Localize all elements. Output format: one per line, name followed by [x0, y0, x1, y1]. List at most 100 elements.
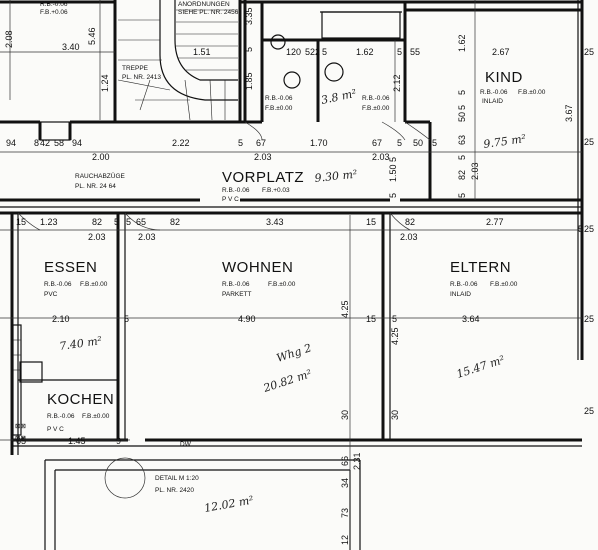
- dim-label: 2.03: [88, 232, 106, 242]
- wohnen-floor: PARKETT: [222, 291, 252, 298]
- kind-fb: F.B.±0.00: [518, 89, 546, 96]
- dim-label: 5: [238, 138, 243, 148]
- dim-label: 2.03: [470, 162, 480, 180]
- eltern-floor: INLAID: [450, 291, 471, 298]
- chimney-shaft: [39, 121, 71, 141]
- dim-label: 5: [457, 90, 467, 95]
- dim-label: 15: [366, 217, 376, 227]
- wohnen-hand-label: Whg 2: [275, 341, 313, 364]
- dim-label: 5.46: [87, 27, 97, 45]
- treppe-ref: PL. NR. 2413: [122, 74, 161, 81]
- washbasin-icon: [283, 71, 301, 89]
- dim-label: 25: [584, 137, 594, 147]
- dim-label: 82: [405, 217, 415, 227]
- dim-label: 5: [457, 155, 467, 160]
- dim-label: 2.67: [492, 47, 510, 57]
- dim-label: 34: [340, 478, 350, 488]
- bath-rb: R.B.-0.06: [362, 95, 390, 102]
- room-name-eltern: ELTERN: [450, 259, 511, 276]
- dim-label: 65: [16, 436, 26, 446]
- dim-label: 5: [114, 217, 119, 227]
- svg-text:⊠⊠: ⊠⊠: [15, 435, 26, 442]
- sink-icon: [19, 361, 43, 383]
- door-kind: [404, 121, 431, 141]
- dim-label: 4.25: [390, 327, 400, 345]
- dim-label: 5: [244, 47, 254, 52]
- door-wc: [244, 121, 263, 141]
- dw-label: DW: [180, 441, 192, 448]
- dim-label: 2.12: [392, 74, 402, 92]
- dim-label: 2.00: [92, 152, 110, 162]
- dim-label: 3.40: [62, 42, 80, 52]
- dimension-lines: [0, 0, 582, 550]
- dim-label: 1.62: [356, 47, 374, 57]
- essen-fb: F.B.±0.00: [80, 281, 108, 288]
- dim-label: 82: [457, 170, 467, 180]
- dim-label: 30: [390, 410, 400, 420]
- dim-label: 120: [286, 47, 301, 57]
- essen-rb: R.B.-0.06: [44, 281, 72, 288]
- rauchabzuege-ref: PL. NR. 24 64: [75, 183, 116, 190]
- vorplatz-area-note: 9.30 m²: [314, 168, 358, 185]
- dim-label: 55: [410, 47, 420, 57]
- dim-label: 5: [397, 138, 402, 148]
- dim-label: 15: [366, 314, 376, 324]
- rauchabzuege-label: RAUCHABZÜGE: [75, 172, 126, 180]
- eltern-rb: R.B.-0.06: [450, 281, 478, 288]
- dim-label: 94: [72, 138, 82, 148]
- dim-label: 1.24: [100, 74, 110, 92]
- dim-label: 25: [584, 224, 594, 234]
- dim-label: 3.67: [564, 104, 574, 122]
- kind-floor: INLAID: [482, 98, 503, 105]
- dim-label: 5: [457, 105, 467, 110]
- anordnungen-label: ANORDNUNGEN: [178, 1, 230, 8]
- anordnungen-ref: SIEHE PL. NR. 2456: [178, 9, 239, 16]
- dim-label: 42: [40, 138, 50, 148]
- dim-label: 5: [305, 47, 310, 57]
- dim-label: 82: [92, 217, 102, 227]
- dim-label: 1.70: [310, 138, 328, 148]
- balcony-area-note: 12.02 m²: [203, 493, 254, 514]
- dim-label: 3.43: [266, 217, 284, 227]
- essen-area-note: 7.40 m²: [59, 334, 103, 353]
- dim-label: 5: [392, 314, 397, 324]
- dim-label: 2.03: [138, 232, 156, 242]
- toilet-icon: [270, 34, 286, 50]
- wohnen-fb: F.B.±0.00: [268, 281, 296, 288]
- room-name-vorplatz: VORPLATZ: [222, 169, 304, 186]
- dim-label: 4.25: [340, 300, 350, 318]
- dim-label: 8: [34, 138, 39, 148]
- kitchen-counter: ⊠⊠ ⊠⊠: [12, 324, 43, 442]
- bath-area-note: 3.8 m²: [320, 87, 358, 107]
- dim-label: 3.64: [462, 314, 480, 324]
- dim-label: 50: [457, 112, 467, 122]
- eltern-fb: F.B.±0.00: [490, 281, 518, 288]
- dim-label: 2.31: [352, 452, 362, 470]
- bathtub: [321, 11, 401, 39]
- dim-label: 25: [584, 314, 594, 324]
- essen-floor: PVC: [44, 291, 58, 298]
- kochen-floor: P V C: [47, 426, 64, 433]
- door-bath: [381, 121, 406, 141]
- eltern-area-note: 15.47 m²: [455, 353, 506, 381]
- vorplatz-rb: R.B.-0.06: [222, 187, 250, 194]
- dim-label: 15: [16, 217, 26, 227]
- dim-label: 65: [136, 217, 146, 227]
- dim-label: 30: [340, 410, 350, 420]
- bath-washbasin-icon: [324, 62, 344, 82]
- dim-label: 1.23: [40, 217, 58, 227]
- vorplatz-fb: F.B.+0.03: [262, 187, 290, 194]
- dim-label: 5: [126, 217, 131, 227]
- detail-label: DETAIL M 1:20: [155, 475, 199, 482]
- dim-label: 1.85: [244, 72, 254, 90]
- room-name-kochen: KOCHEN: [47, 391, 114, 408]
- treppe-label: TREPPE: [122, 65, 149, 72]
- dim-label: 5: [578, 224, 583, 234]
- dim-label: 5: [322, 47, 327, 57]
- detail-ref: PL. NR. 2420: [155, 487, 194, 494]
- dim-label: 5: [388, 157, 398, 162]
- dim-label: 25: [584, 406, 594, 416]
- dim-label: 67: [256, 138, 266, 148]
